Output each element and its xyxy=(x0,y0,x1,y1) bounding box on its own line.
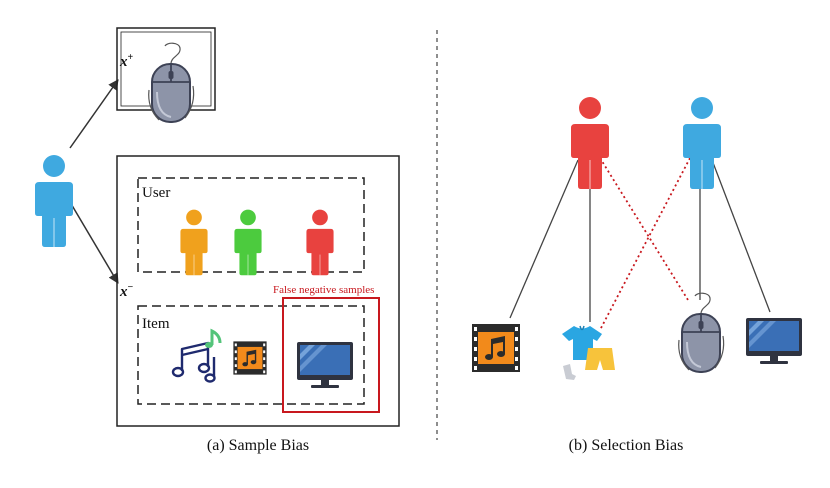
selection-user-red-icon xyxy=(571,97,609,189)
edge-blue-monitor xyxy=(711,159,771,313)
caption-a: (a) Sample Bias xyxy=(207,437,309,454)
user-green-icon xyxy=(234,209,262,276)
selection-film-icon xyxy=(472,324,520,372)
caption-b: (b) Selection Bias xyxy=(569,437,684,454)
negative-label: x xyxy=(119,284,128,300)
selection-clothes-icon xyxy=(561,325,616,381)
music-notes-icon xyxy=(171,329,222,383)
panel-b: (b) Selection Bias xyxy=(472,97,802,454)
positive-mouse-icon xyxy=(147,42,195,123)
user-group-label: User xyxy=(142,185,170,201)
item-group-box xyxy=(137,305,365,405)
user-red-icon xyxy=(306,209,334,276)
edge-red-mouse-dotted xyxy=(599,157,689,301)
false-negative-label: False negative samples xyxy=(273,284,374,296)
selection-monitor-icon xyxy=(746,318,802,364)
negative-arrow xyxy=(69,201,119,284)
false-negative-box xyxy=(282,297,380,413)
selection-mouse-icon xyxy=(677,292,725,373)
negative-sup: − xyxy=(128,282,134,293)
panel-a: x+ x− User Item False negative samples (… xyxy=(35,27,400,454)
svg-text:x+: x+ xyxy=(119,52,134,70)
item-film-icon xyxy=(233,341,267,375)
positive-label: x xyxy=(119,54,128,70)
user-group-box xyxy=(137,177,365,273)
svg-text:x−: x− xyxy=(119,282,134,300)
positive-arrow xyxy=(69,79,119,149)
user-orange-icon xyxy=(180,209,208,276)
item-group-label: Item xyxy=(142,316,170,332)
edge-red-film xyxy=(509,159,579,319)
item-monitor-icon xyxy=(297,342,353,388)
edge-blue-clothes-dotted xyxy=(599,157,691,331)
source-user-icon xyxy=(35,155,73,247)
negative-sample-box xyxy=(116,155,400,427)
selection-user-blue-icon xyxy=(683,97,721,189)
positive-sup: + xyxy=(128,52,134,63)
